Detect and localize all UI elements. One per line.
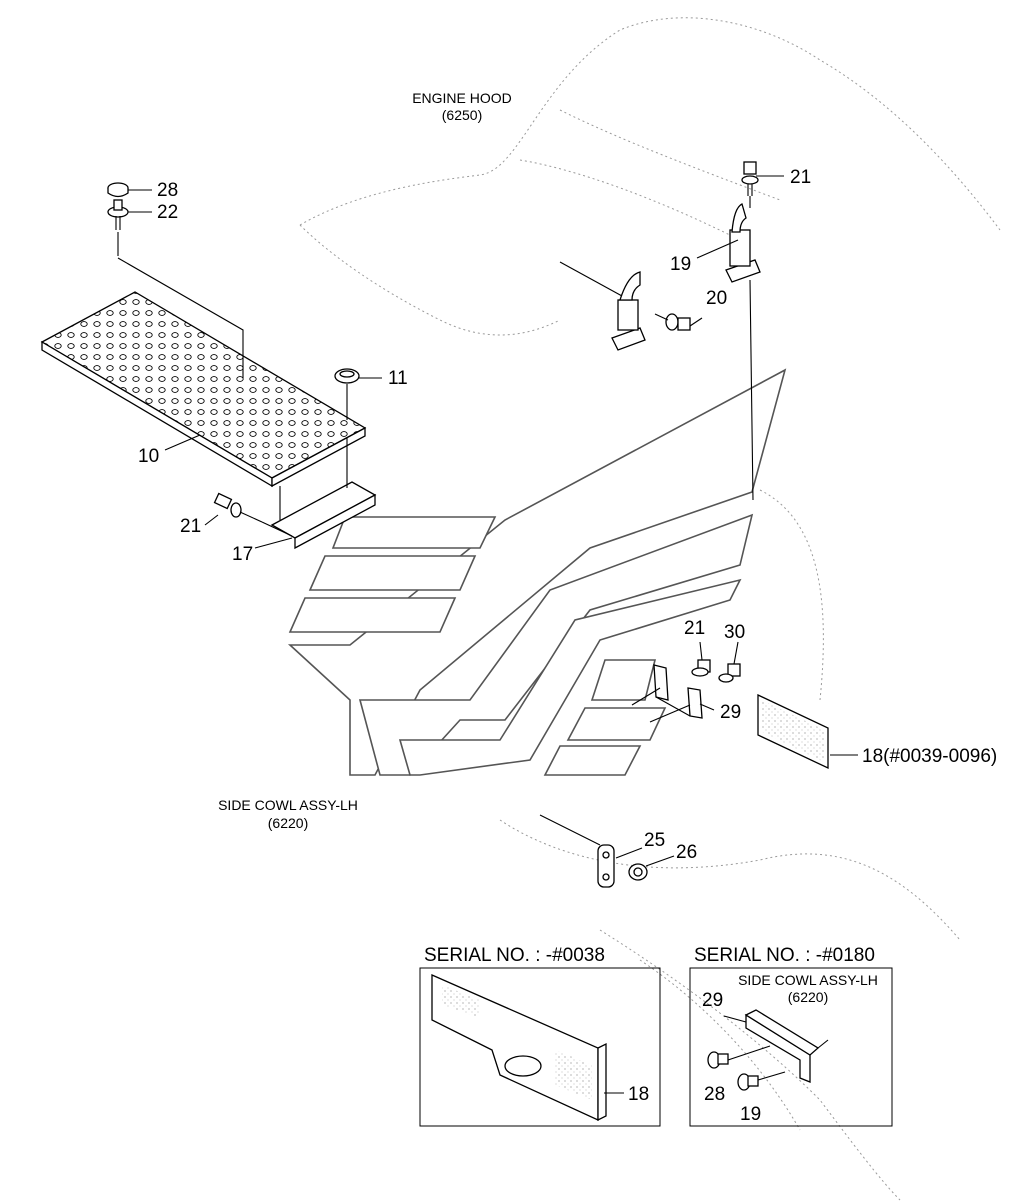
hood-latch-right <box>725 203 761 283</box>
bolt-leader-line <box>261 521 293 537</box>
engine-hood-outline <box>299 17 1001 336</box>
washer <box>628 863 648 881</box>
engine-hood-code: (6250) <box>442 107 482 123</box>
callout-25: 25 <box>644 830 665 851</box>
callout-28: 28 <box>157 180 178 201</box>
latch-leader-line <box>559 261 623 297</box>
cap-fastener <box>107 182 129 198</box>
inset-bolt-19 <box>737 1073 759 1091</box>
latch-bolt <box>654 313 691 331</box>
callout-10: 10 <box>138 446 159 467</box>
step-plate <box>40 291 367 488</box>
pad-bracket-early <box>431 974 607 1122</box>
plate-bolt <box>691 659 711 677</box>
callout-20: 20 <box>706 288 727 309</box>
callout-17: 17 <box>232 544 253 565</box>
mounting-plate <box>653 664 703 719</box>
callout-11: 11 <box>388 368 408 389</box>
plate-screw <box>718 663 741 683</box>
support-bracket <box>270 481 377 550</box>
hood-latch-left <box>611 271 646 351</box>
side-cowl-code: (6220) <box>268 815 308 831</box>
inset-right-header: SERIAL NO. : -#0180 <box>694 945 875 966</box>
callout-leaders <box>128 175 858 867</box>
callout-21: 21 <box>790 167 811 188</box>
latch-top-bolt <box>741 161 759 196</box>
callout-19: 19 <box>670 254 691 275</box>
rubber-pad <box>757 693 829 770</box>
inset-serial-0038: SERIAL NO. : -#0038 18 <box>419 945 661 1127</box>
inset-right-callout-29: 29 <box>702 990 723 1011</box>
plate-leader-lines <box>539 687 691 846</box>
inset-right-ref-code: (6220) <box>788 989 828 1005</box>
latch-axis-line <box>749 196 754 501</box>
callout-22: 22 <box>157 202 178 223</box>
callout-18-range: 18(#0039-0096) <box>862 746 997 767</box>
bracket-axis-line <box>279 438 348 520</box>
inset-right-callout-28: 28 <box>704 1084 725 1105</box>
bolt-fastener <box>107 199 129 230</box>
callout-21-mid: 21 <box>684 618 705 639</box>
inset-serial-0180: SERIAL NO. : -#0180 SIDE COWL ASSY-LH (6… <box>689 945 893 1127</box>
inset-right-ref-name: SIDE COWL ASSY-LH <box>738 972 878 988</box>
callout-30: 30 <box>724 622 745 643</box>
inset-right-callout-19: 19 <box>740 1104 761 1125</box>
inset-left-header: SERIAL NO. : -#0038 <box>424 945 605 966</box>
spacer-plate <box>597 844 615 888</box>
engine-hood-label: ENGINE HOOD <box>412 90 512 106</box>
inset-left-callout-18: 18 <box>628 1084 649 1105</box>
hex-bolt <box>213 492 263 523</box>
grommet <box>334 368 360 384</box>
side-cowl-label: SIDE COWL ASSY-LH <box>218 797 358 813</box>
inset-bolt-28 <box>707 1051 729 1069</box>
callout-26: 26 <box>676 842 697 863</box>
side-cowl-outline <box>499 489 961 1201</box>
callout-29: 29 <box>720 702 741 723</box>
assembly-leader-line <box>117 257 244 378</box>
side-cowl-stripes <box>287 368 787 776</box>
callout-21-left: 21 <box>180 516 201 537</box>
cowl-bracket-early <box>744 1009 829 1083</box>
